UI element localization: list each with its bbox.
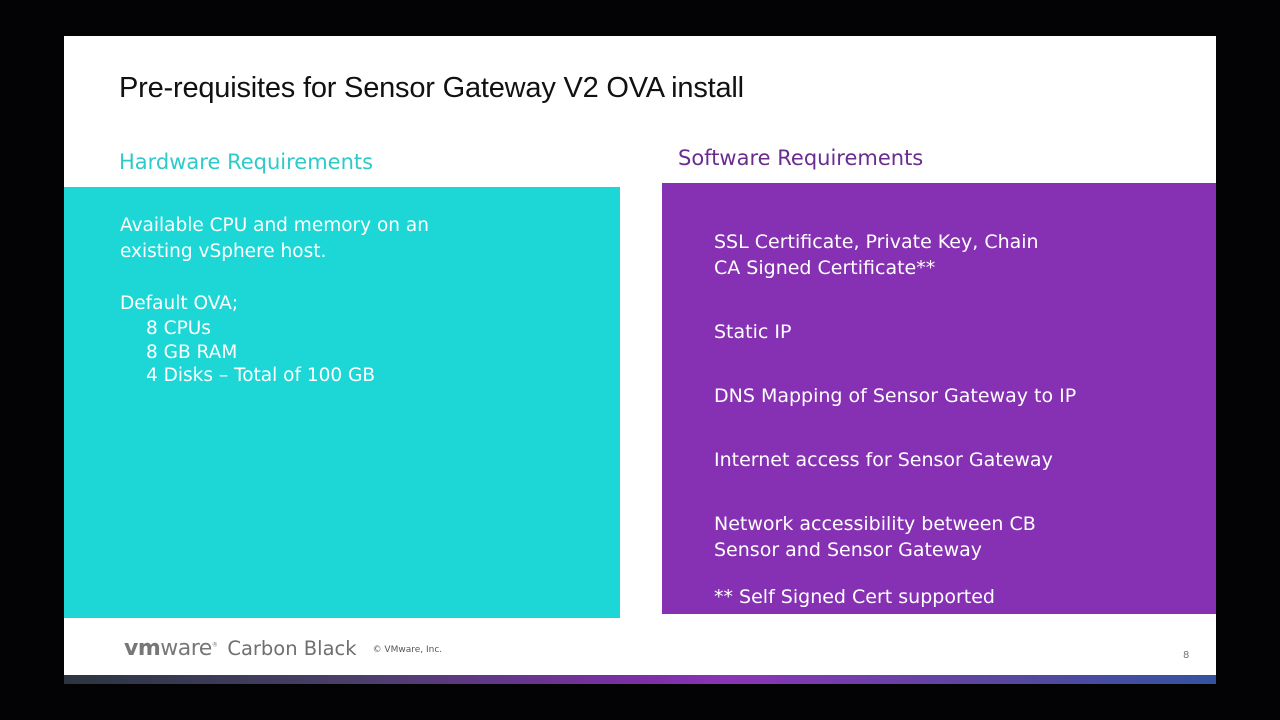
ova-spec-cpus: 8 CPUs xyxy=(146,318,211,339)
hardware-intro: Available CPU and memory on an existing … xyxy=(120,213,540,265)
software-item-line: Internet access for Sensor Gateway xyxy=(714,449,1053,471)
hardware-heading: Hardware Requirements xyxy=(119,150,374,174)
software-item-line: DNS Mapping of Sensor Gateway to IP xyxy=(714,385,1077,407)
hardware-intro-line: Available CPU and memory on an xyxy=(120,215,429,236)
hardware-requirements-panel: Available CPU and memory on an existing … xyxy=(64,187,620,618)
footer-branding: vmware® Carbon Black © VMware, Inc. xyxy=(124,636,442,661)
software-item-line: Static IP xyxy=(714,321,792,343)
vmware-logo: vmware® xyxy=(124,636,218,661)
software-item-dns: DNS Mapping of Sensor Gateway to IP xyxy=(714,383,1174,409)
slide-title: Pre-requisites for Sensor Gateway V2 OVA… xyxy=(119,72,744,104)
product-name: Carbon Black xyxy=(227,637,357,660)
software-item-line: Sensor and Sensor Gateway xyxy=(714,539,983,561)
software-footnote: ** Self Signed Cert supported xyxy=(714,586,995,608)
software-item-line: CA Signed Certificate** xyxy=(714,257,936,279)
software-item-ssl: SSL Certificate, Private Key, Chain CA S… xyxy=(714,229,1174,281)
software-item-static-ip: Static IP xyxy=(714,319,1174,345)
hardware-intro-line: existing vSphere host. xyxy=(120,241,327,262)
software-requirements-panel: SSL Certificate, Private Key, Chain CA S… xyxy=(662,183,1216,614)
software-item-internet: Internet access for Sensor Gateway xyxy=(714,447,1174,473)
software-heading: Software Requirements xyxy=(678,146,924,170)
ova-spec-ram: 8 GB RAM xyxy=(146,341,238,363)
page-number: 8 xyxy=(1183,650,1190,661)
ova-specs-list: 8 CPUs 8 GB RAM 4 Disks – Total of 100 G… xyxy=(146,317,375,388)
copyright: © VMware, Inc. xyxy=(372,645,443,655)
software-item-line: Network accessibility between CB xyxy=(714,513,1036,535)
software-item-line: SSL Certificate, Private Key, Chain xyxy=(714,231,1039,253)
slide: Pre-requisites for Sensor Gateway V2 OVA… xyxy=(64,36,1216,684)
gradient-footer-bar xyxy=(64,675,1216,684)
software-item-network: Network accessibility between CB Sensor … xyxy=(714,511,1174,563)
ova-spec-disks: 4 Disks – Total of 100 GB xyxy=(146,365,376,386)
default-ova-label: Default OVA; xyxy=(120,293,239,314)
